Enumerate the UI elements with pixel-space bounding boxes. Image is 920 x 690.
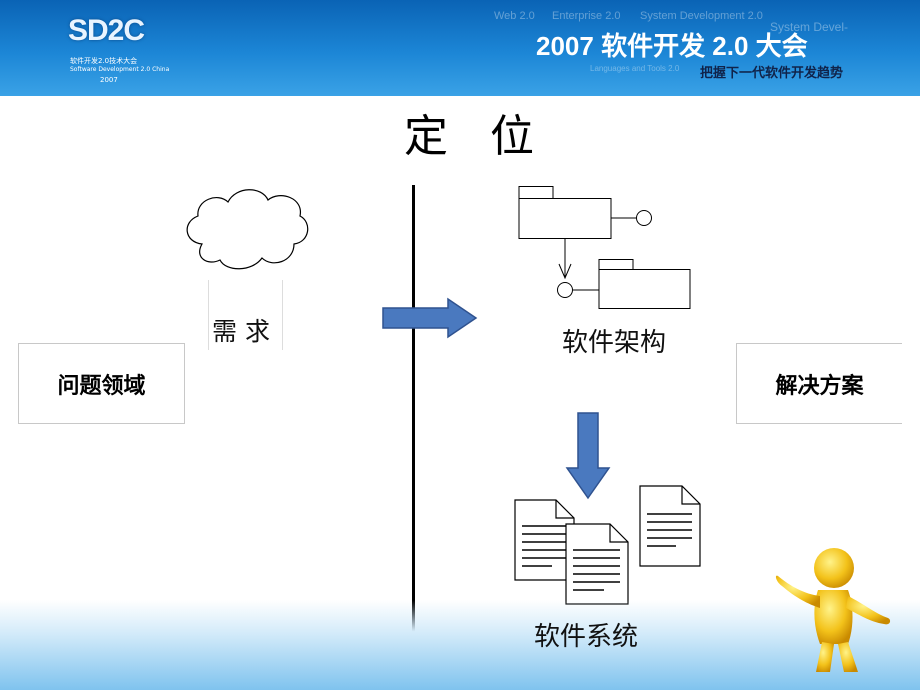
solution-box: 解决方案 <box>736 343 902 424</box>
sd2c-logo: SD2C 软件开发2.0技术大会 Software Development 2.… <box>68 14 169 86</box>
bg-word-languages: Languages and Tools 2.0 <box>590 64 680 73</box>
bg-word-enterprise: Enterprise 2.0 <box>552 10 621 22</box>
logo-subtitle-cn: 软件开发2.0技术大会 <box>70 57 138 65</box>
architecture-label: 软件架构 <box>562 328 667 358</box>
package-icon-top <box>518 186 612 239</box>
mascot-figure-icon <box>775 548 891 672</box>
bg-word-system-devel: System Devel- <box>770 20 849 34</box>
documents-icon <box>514 485 701 605</box>
document-icon-left <box>514 499 575 581</box>
logo-year: 2007 <box>100 76 118 84</box>
system-label: 软件系统 <box>534 622 639 652</box>
requirement-label: 需 求 <box>212 317 270 346</box>
problem-domain-label: 问题领域 <box>57 372 146 399</box>
arrow-down-icon <box>565 412 611 500</box>
arrow-right-icon <box>382 297 478 339</box>
document-icon-middle <box>565 523 629 605</box>
logo-wordmark: SD2C <box>68 14 145 47</box>
logo-subtitle-en: Software Development 2.0 China <box>70 66 170 73</box>
document-icon-right <box>639 485 701 567</box>
problem-domain-box: 问题领域 <box>18 343 185 424</box>
dependency-arrow-icon <box>558 263 572 280</box>
slide-title: 定 位 <box>404 111 548 162</box>
bg-word-system: System Development 2.0 <box>640 10 763 22</box>
cloud-icon <box>186 189 309 270</box>
conference-title: 2007 软件开发 2.0 大会 <box>536 31 808 61</box>
architecture-diagram <box>518 186 691 309</box>
vertical-divider <box>412 185 415 635</box>
interface-icon-bottom <box>557 282 573 298</box>
solution-label: 解决方案 <box>775 372 864 399</box>
bg-word-web: Web 2.0 <box>494 10 535 22</box>
bottom-decoration-band <box>0 600 920 690</box>
package-icon-bottom <box>598 259 691 309</box>
requirement-frame <box>208 280 283 350</box>
conference-subtitle: 把握下一代软件开发趋势 <box>700 66 844 81</box>
interface-icon-top <box>636 210 652 226</box>
header-banner: Web 2.0 Enterprise 2.0 System Developmen… <box>0 0 920 96</box>
